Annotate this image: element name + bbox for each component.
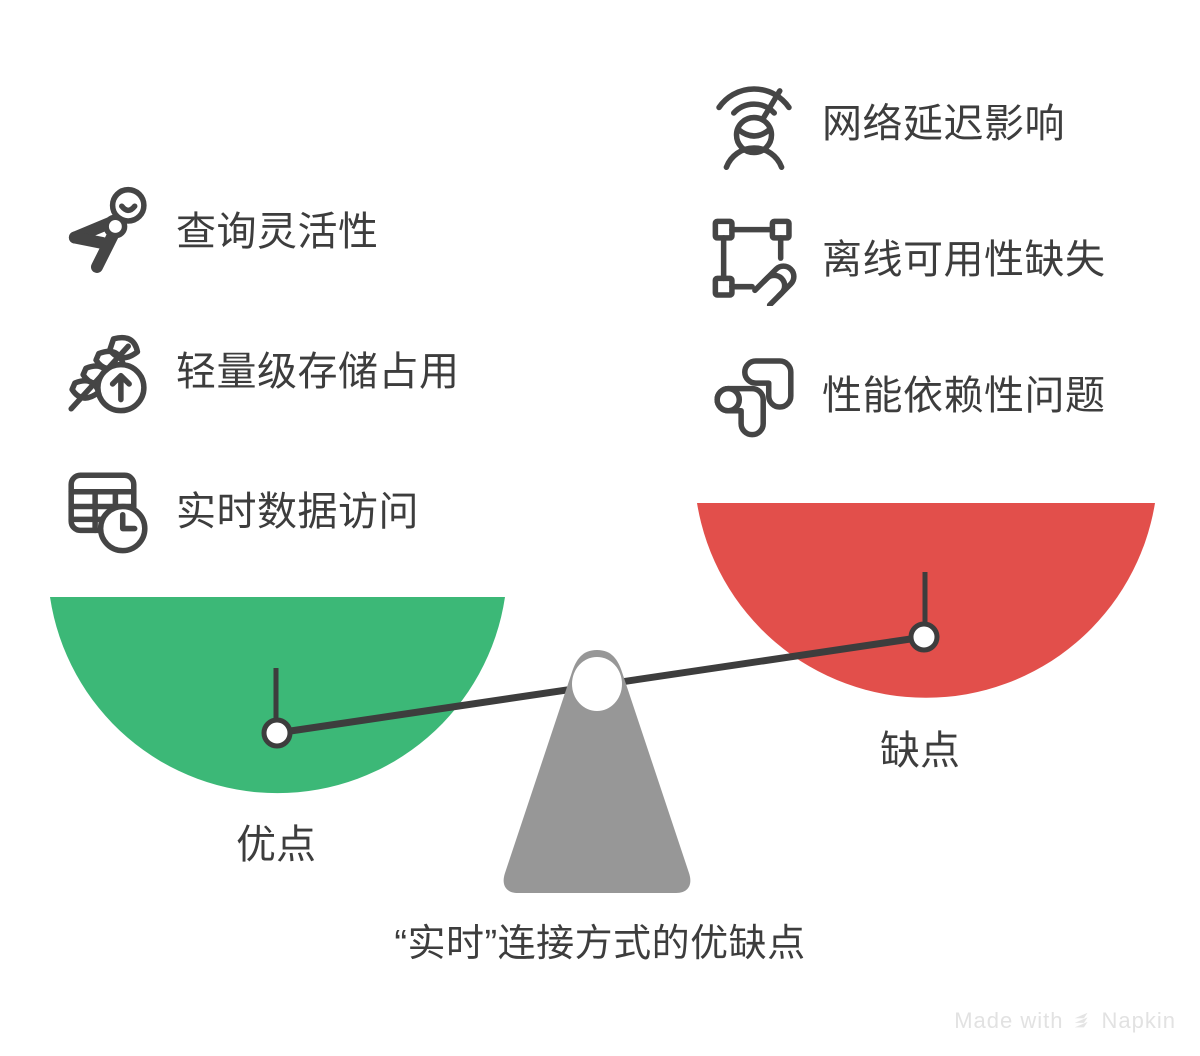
cons-side-label: 缺点 [880,729,960,773]
cons-beam-joint [908,621,940,653]
pros-item-label: 实时数据访问 [176,490,419,534]
pros-list: 查询灵活性 轻量级存储占用 [62,186,460,606]
pros-side-label: 优点 [236,823,316,867]
cons-item-label: 离线可用性缺失 [822,238,1106,282]
watermark-brand-text: Napkin [1101,1008,1176,1033]
node-dependency-icon [714,358,794,438]
cons-list: 网络延迟影响 离线可用性缺失 性能依赖性问题 [708,78,1106,486]
pros-item-1[interactable]: 查询灵活性 [62,186,460,278]
person-no-signal-icon [716,86,792,170]
selection-broken-link-icon [712,218,797,306]
napkin-logo-icon [1072,1010,1094,1032]
cons-item-1[interactable]: 网络延迟影响 [708,78,1106,170]
diagram-title: “实时”连接方式的优缺点 [394,923,806,965]
pros-beam-joint [261,717,293,749]
table-clock-icon [68,472,148,554]
pros-item-label: 查询灵活性 [176,210,379,254]
cons-item-label: 网络延迟影响 [822,102,1065,146]
pros-item-label: 轻量级存储占用 [176,350,460,394]
pros-item-2[interactable]: 轻量级存储占用 [62,326,460,418]
cons-item-2[interactable]: 离线可用性缺失 [708,214,1106,306]
fulcrum-hole [572,657,622,711]
napkin-watermark: Made with Napkin [954,1008,1176,1034]
flexible-person-icon [68,186,147,273]
pros-item-3[interactable]: 实时数据访问 [62,466,460,558]
fulcrum [503,650,691,893]
cons-item-label: 性能依赖性问题 [822,374,1106,418]
watermark-prefix-text: Made with [954,1008,1064,1033]
cons-item-3[interactable]: 性能依赖性问题 [708,350,1106,442]
feather-up-arrow-icon [68,334,147,414]
